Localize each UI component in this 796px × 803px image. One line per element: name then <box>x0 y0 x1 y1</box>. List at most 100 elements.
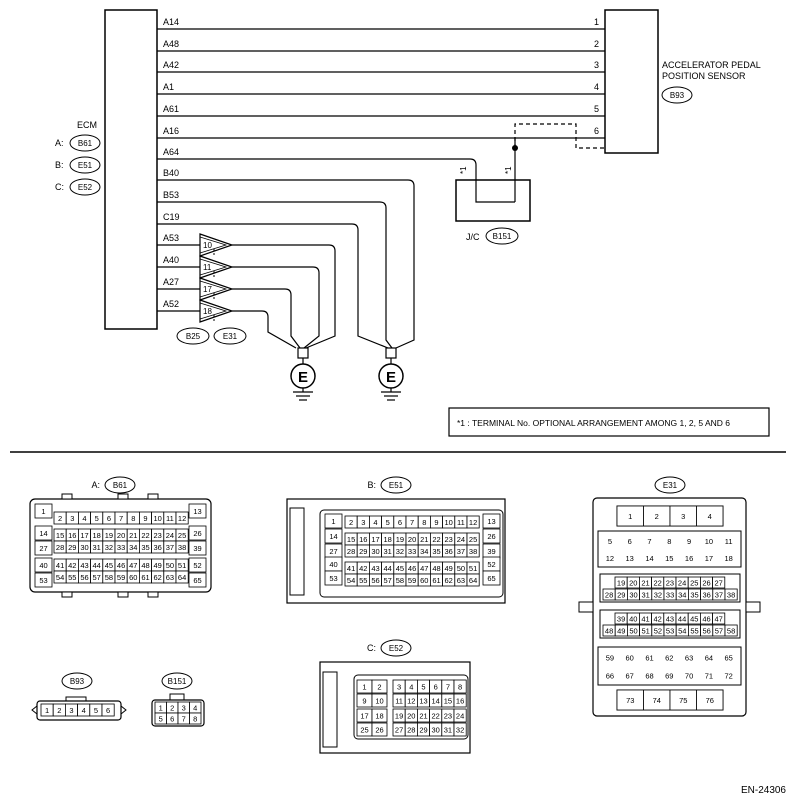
pin-number: 41 <box>641 615 649 624</box>
pin-cell <box>699 667 719 684</box>
pin-number: 2 <box>377 683 381 692</box>
pin-number: 50 <box>629 627 637 636</box>
pin-number: 32 <box>654 591 662 600</box>
pin-cell <box>619 533 640 549</box>
connector-oval <box>380 639 412 657</box>
pin-number: 44 <box>93 561 101 570</box>
connector-tab <box>147 591 159 598</box>
connector-oval <box>654 476 686 494</box>
pin-number: 3 <box>397 683 401 692</box>
pin-cell <box>699 533 719 549</box>
pin-number: 30 <box>629 591 637 600</box>
pin-number: 15 <box>665 554 673 563</box>
pin-cell <box>696 689 724 711</box>
pin-number: 6 <box>398 518 402 527</box>
connector-id: E31 <box>663 481 678 490</box>
pin-number: 21 <box>420 535 428 544</box>
ground-wire <box>157 201 393 349</box>
pin-cell <box>699 550 719 566</box>
pin-number: 19 <box>395 712 403 721</box>
pin-number: 49 <box>445 564 453 573</box>
wire-ecm-pin: A61 <box>163 104 179 114</box>
pin-number: 4 <box>409 683 413 692</box>
pin-number: 63 <box>166 573 174 582</box>
pin-number: 74 <box>653 696 661 705</box>
pin-number: 3 <box>681 512 685 521</box>
pin-number: 43 <box>80 561 88 570</box>
pin-number: 39 <box>193 544 201 553</box>
diode-output-wire <box>232 288 301 349</box>
pin-cell <box>175 540 189 554</box>
pin-number: 15 <box>56 531 64 540</box>
pin-cell <box>600 533 620 549</box>
note-box <box>448 407 770 437</box>
jc-label: J/C <box>466 232 480 242</box>
pin-number: 43 <box>666 615 674 624</box>
pin-number: 66 <box>606 672 614 681</box>
pin-number: 57 <box>715 627 723 636</box>
pin-number: 71 <box>705 672 713 681</box>
pin-number: 38 <box>727 591 735 600</box>
pin-number: 18 <box>384 535 392 544</box>
pin-number: 53 <box>666 627 674 636</box>
pin-number: 3 <box>361 518 365 527</box>
pin-number: 6 <box>628 537 632 546</box>
pin-cell <box>188 572 207 588</box>
pin-number: 53 <box>329 574 337 583</box>
pin-cell <box>466 573 480 587</box>
pin-cell <box>639 533 660 549</box>
pin-number: 5 <box>421 683 425 692</box>
pin-number: 51 <box>642 627 650 636</box>
wire-ecm-pin: A16 <box>163 126 179 136</box>
pin-number: 76 <box>706 696 714 705</box>
pin-number: 64 <box>178 573 186 582</box>
ground-terminal <box>297 347 309 359</box>
pin-number: 24 <box>457 535 465 544</box>
pin-number: 7 <box>446 683 450 692</box>
pin-number: 19 <box>617 579 625 588</box>
pin-number: 62 <box>154 573 162 582</box>
pin-number: 15 <box>347 535 355 544</box>
wire-sensor-pin: 4 <box>594 82 599 92</box>
pin-number: 1 <box>45 706 49 715</box>
pin-cell <box>659 649 680 666</box>
pin-number: 56 <box>80 573 88 582</box>
pin-number: 61 <box>645 654 653 663</box>
pin-number: 12 <box>178 514 186 523</box>
pin-number: 6 <box>106 706 110 715</box>
pin-number: 59 <box>117 573 125 582</box>
pin-number: 42 <box>68 561 76 570</box>
pin-number: 20 <box>629 579 637 588</box>
pin-number: 26 <box>193 529 201 538</box>
pin-number: 55 <box>690 627 698 636</box>
pin-number: 1 <box>628 512 632 521</box>
pin-cell <box>175 511 189 525</box>
pin-number: 8 <box>667 537 671 546</box>
pin-number: 3 <box>182 704 186 713</box>
pin-number: 51 <box>469 564 477 573</box>
pin-number: 4 <box>708 512 712 521</box>
pin-number: 17 <box>705 554 713 563</box>
pin-cell <box>188 525 207 541</box>
pin-number: 5 <box>159 715 163 724</box>
pin-number: 14 <box>329 532 337 541</box>
pin-cell <box>718 550 739 566</box>
jc-box <box>455 179 531 222</box>
sensor-name-line2: POSITION SENSOR <box>662 71 746 81</box>
pin-number: 5 <box>386 518 390 527</box>
pin-cell <box>324 528 343 544</box>
pin-cell <box>679 550 699 566</box>
pin-number: 18 <box>93 531 101 540</box>
pin-number: 65 <box>725 654 733 663</box>
pin-number: 38 <box>469 547 477 556</box>
diode-number: 18 <box>203 307 212 316</box>
pin-number: 50 <box>166 561 174 570</box>
pin-cell <box>696 505 724 527</box>
pin-number: 12 <box>407 697 415 706</box>
diode-number: 10 <box>203 241 212 250</box>
pin-number: 21 <box>419 712 427 721</box>
wire-ecm-pin: B53 <box>163 190 179 200</box>
pin-number: 4 <box>193 704 197 713</box>
pin-number: 46 <box>408 564 416 573</box>
pin-number: 29 <box>68 543 76 552</box>
